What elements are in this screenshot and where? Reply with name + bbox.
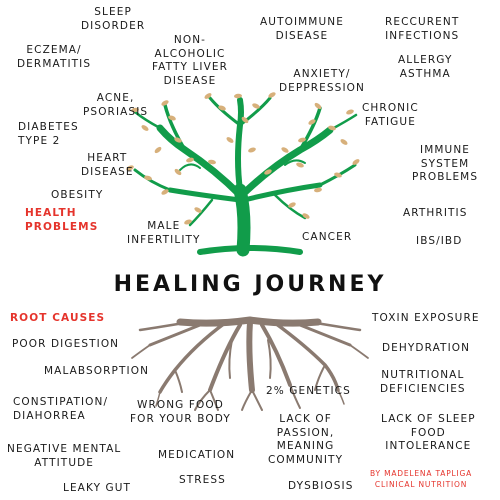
health-problem-label: SLEEP DISORDER (81, 6, 146, 32)
health-problem-label: ARTHRITIS (403, 207, 468, 219)
root-cause-label: DEHYDRATION (382, 342, 471, 354)
health-problems-heading: HEALTH PROBLEMS (25, 207, 99, 233)
root-cause-label: POOR DIGESTION (12, 338, 120, 350)
root-cause-label: NUTRITIONAL DEFICIENCIES (380, 369, 466, 395)
root-cause-label: LACK OF PASSION, MEANING COMMUNITY (268, 413, 344, 466)
tree-graphic (133, 96, 358, 257)
health-problem-label: MALE INFERTILITY (127, 220, 201, 246)
root-cause-label: CONSTIPATION/ DIAHORREA (13, 396, 109, 422)
root-causes-heading: ROOT CAUSES (10, 312, 106, 324)
health-problem-label: CANCER (302, 231, 353, 243)
leaves-graphic (126, 92, 360, 225)
health-problem-label: ALLERGY ASTHMA (398, 54, 453, 80)
health-problem-label: NON- ALCOHOLIC FATTY LIVER DISEASE (152, 34, 228, 87)
root-cause-label: LEAKY GUT (63, 482, 132, 494)
health-problem-label: DIABETES TYPE 2 (18, 121, 79, 147)
health-problem-label: CHRONIC FATIGUE (362, 102, 419, 128)
page-title: HEALING JOURNEY (113, 272, 387, 297)
health-problem-label: ACNE, PSORIASIS (83, 92, 149, 118)
health-problem-label: IBS/IBD (416, 235, 463, 247)
health-problem-label: HEART DISEASE (81, 152, 134, 178)
root-cause-label: TOXIN EXPOSURE (372, 312, 480, 324)
root-cause-label: NEGATIVE MENTAL ATTITUDE (7, 443, 122, 469)
author-credit: BY MADELENA TAPLIGA CLINICAL NUTRITION (370, 469, 473, 489)
health-problem-label: IMMUNE SYSTEM PROBLEMS (412, 144, 479, 184)
health-problem-label: AUTOIMMUNE DISEASE (260, 16, 344, 42)
roots-graphic (131, 316, 369, 411)
health-problem-label: ANXIETY/ DEPPRESSION (279, 68, 365, 94)
health-problem-label: OBESITY (51, 189, 104, 201)
health-problem-label: RECCURENT INFECTIONS (385, 16, 460, 42)
root-cause-label: MALABSORPTION (44, 365, 150, 377)
root-cause-label: WRONG FOOD FOR YOUR BODY (130, 399, 231, 425)
root-cause-label: 2% GENETICS (266, 385, 351, 397)
root-cause-label: LACK OF SLEEP FOOD INTOLERANCE (381, 413, 476, 453)
root-cause-label: DYSBIOSIS (288, 480, 354, 492)
health-problem-label: ECZEMA/ DERMATITIS (17, 44, 92, 70)
root-cause-label: STRESS (179, 474, 226, 486)
root-cause-label: MEDICATION (158, 449, 236, 461)
